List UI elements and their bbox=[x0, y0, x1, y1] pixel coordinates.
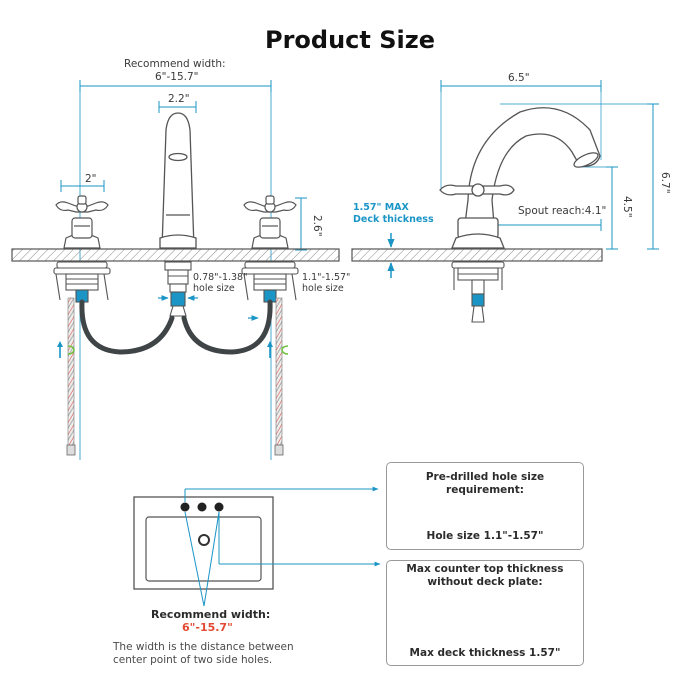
spout-reach-label: Spout reach:4.1" bbox=[518, 205, 607, 217]
side-spout bbox=[439, 107, 601, 249]
right-shank bbox=[241, 261, 299, 303]
spout-width-dimension bbox=[158, 101, 197, 113]
sink-note: The width is the distance between center… bbox=[113, 641, 294, 666]
side-hole-size-label: 1.1"-1.57" hole size bbox=[302, 272, 351, 294]
sink-recommend-value: 6"-15.7" bbox=[182, 621, 233, 634]
deck-thickness-label: 1.57" MAX Deck thickness bbox=[353, 202, 434, 225]
hole-size-box: Pre-drilled hole size requirement: Hole … bbox=[386, 462, 584, 550]
rotation-arrow-icon bbox=[267, 341, 289, 358]
front-countertop bbox=[11, 248, 340, 262]
supply-lines bbox=[66, 297, 284, 456]
thickness-box: Max counter top thickness without deck p… bbox=[386, 560, 584, 666]
left-handle bbox=[55, 195, 109, 249]
sink-recommend-title: Recommend width: bbox=[151, 608, 271, 621]
handle-width-label: 2" bbox=[85, 173, 97, 185]
spout-height-label: 4.5" bbox=[621, 196, 633, 218]
depth-label: 6.5" bbox=[508, 72, 530, 84]
spout-width-label: 2.2" bbox=[168, 93, 190, 105]
recommend-width-label: Recommend width: bbox=[124, 58, 226, 70]
thickness-box-title: Max counter top thickness without deck p… bbox=[406, 563, 564, 588]
hole-box-title: Pre-drilled hole size requirement: bbox=[425, 471, 545, 496]
connector-hoses bbox=[79, 299, 273, 355]
drain bbox=[198, 534, 210, 546]
recommend-width-value: 6"-15.7" bbox=[155, 71, 199, 83]
rotation-arrow-icon bbox=[57, 341, 75, 358]
side-view bbox=[351, 80, 659, 323]
left-shank bbox=[53, 261, 111, 303]
sink-top-view bbox=[133, 486, 381, 607]
side-countertop bbox=[351, 248, 603, 262]
handle-height-label: 2.6" bbox=[311, 215, 323, 237]
height-label: 6.7" bbox=[659, 172, 671, 194]
handle-height-dimension bbox=[295, 197, 307, 251]
front-spout bbox=[159, 112, 197, 249]
right-handle bbox=[243, 195, 297, 249]
center-hole-size-label: 0.78"-1.38" hole size bbox=[193, 272, 248, 294]
sink-hole bbox=[180, 502, 190, 512]
sink-hole bbox=[197, 502, 207, 512]
hole-box-value: Hole size 1.1"-1.57" bbox=[426, 530, 544, 542]
center-shank bbox=[164, 261, 192, 317]
page-title: Product Size bbox=[265, 26, 435, 54]
handle-width-dimension bbox=[60, 180, 105, 192]
side-shank bbox=[451, 261, 505, 323]
thickness-box-value: Max deck thickness 1.57" bbox=[409, 647, 561, 659]
front-view bbox=[11, 80, 340, 460]
sink-hole bbox=[214, 502, 224, 512]
